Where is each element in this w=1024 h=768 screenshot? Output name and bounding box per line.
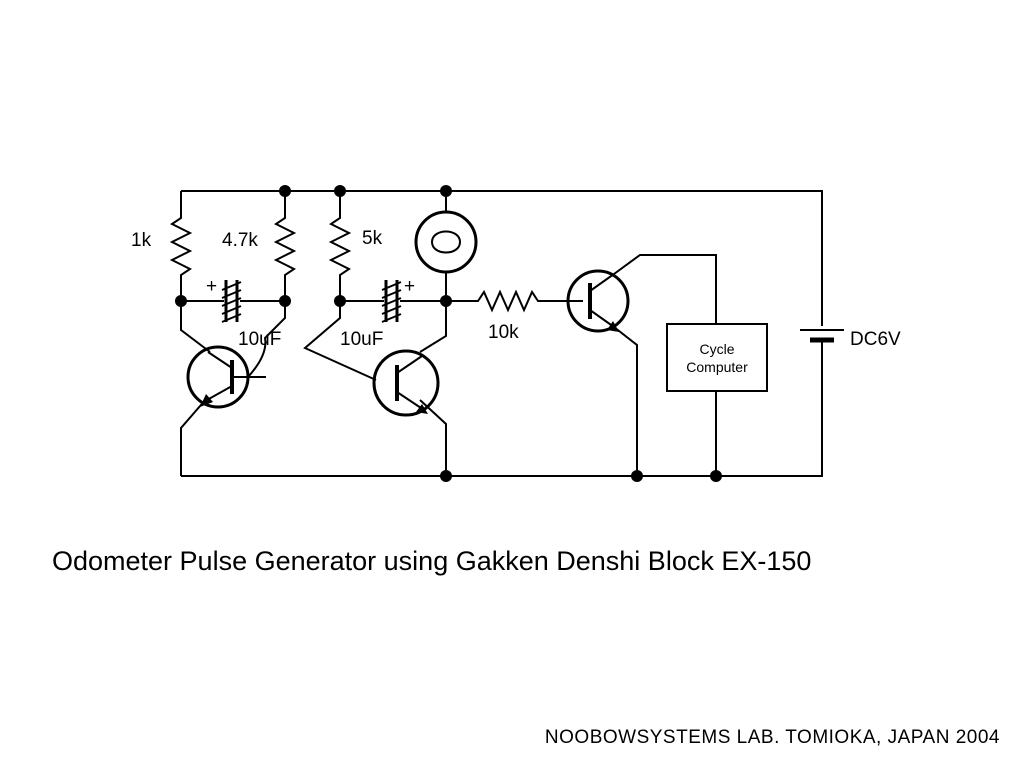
transistor-q3 [566, 269, 630, 333]
credit-line: NOOBOWSYSTEMS LAB. TOMIOKA, JAPAN 2004 [544, 727, 1000, 748]
junction-dot [440, 295, 452, 307]
battery-symbol [800, 329, 844, 348]
capacitor-c1-label: 10uF [238, 329, 281, 350]
resistor-10k-label: 10k [488, 322, 519, 343]
resistor-10k [446, 289, 583, 313]
capacitor-c2-polarity: + [404, 276, 415, 297]
lamp-symbol [414, 210, 478, 274]
battery-label: DC6V [850, 329, 901, 350]
junction-dot [279, 185, 291, 197]
junction-dot [440, 470, 452, 482]
resistor-4.7k [273, 191, 297, 301]
junction-dot [334, 295, 346, 307]
resistor-5k-label: 5k [362, 228, 383, 249]
q1-emitter-wire [180, 397, 208, 476]
cycle-computer-label-line2: Computer [686, 359, 748, 375]
cycle-computer-block [666, 323, 768, 392]
q2-collector-wire [419, 301, 447, 353]
junction-dot [334, 185, 346, 197]
q3-collector-wire [613, 254, 717, 324]
junction-dot [710, 470, 722, 482]
junction-dot [279, 295, 291, 307]
junction-dot [175, 295, 187, 307]
q2-emitter-wire [419, 399, 447, 476]
capacitor-c2-label: 10uF [340, 329, 383, 350]
diagram-caption: Odometer Pulse Generator using Gakken De… [52, 546, 812, 576]
q1-collector-wire [180, 301, 211, 353]
bottom-ground-rail [181, 348, 823, 477]
capacitor-c2 [381, 280, 402, 323]
resistor-5k [328, 191, 352, 301]
transistor-q2 [372, 349, 440, 417]
junction-dots [175, 185, 722, 482]
cycle-computer-label-line1: Cycle [699, 341, 734, 357]
capacitor-c1 [221, 280, 242, 323]
capacitor-c1-polarity: + [206, 276, 217, 297]
cross-wire-right [303, 301, 377, 381]
cross-wire-left [247, 301, 286, 378]
transistor-q1 [186, 345, 250, 409]
junction-dot [631, 470, 643, 482]
resistor-1k [169, 191, 193, 301]
resistor-1k-label: 1k [131, 230, 152, 251]
junction-dot [440, 185, 452, 197]
resistor-4.7k-label: 4.7k [222, 230, 258, 251]
q3-emitter-wire [613, 326, 638, 476]
top-power-rail [181, 190, 823, 326]
